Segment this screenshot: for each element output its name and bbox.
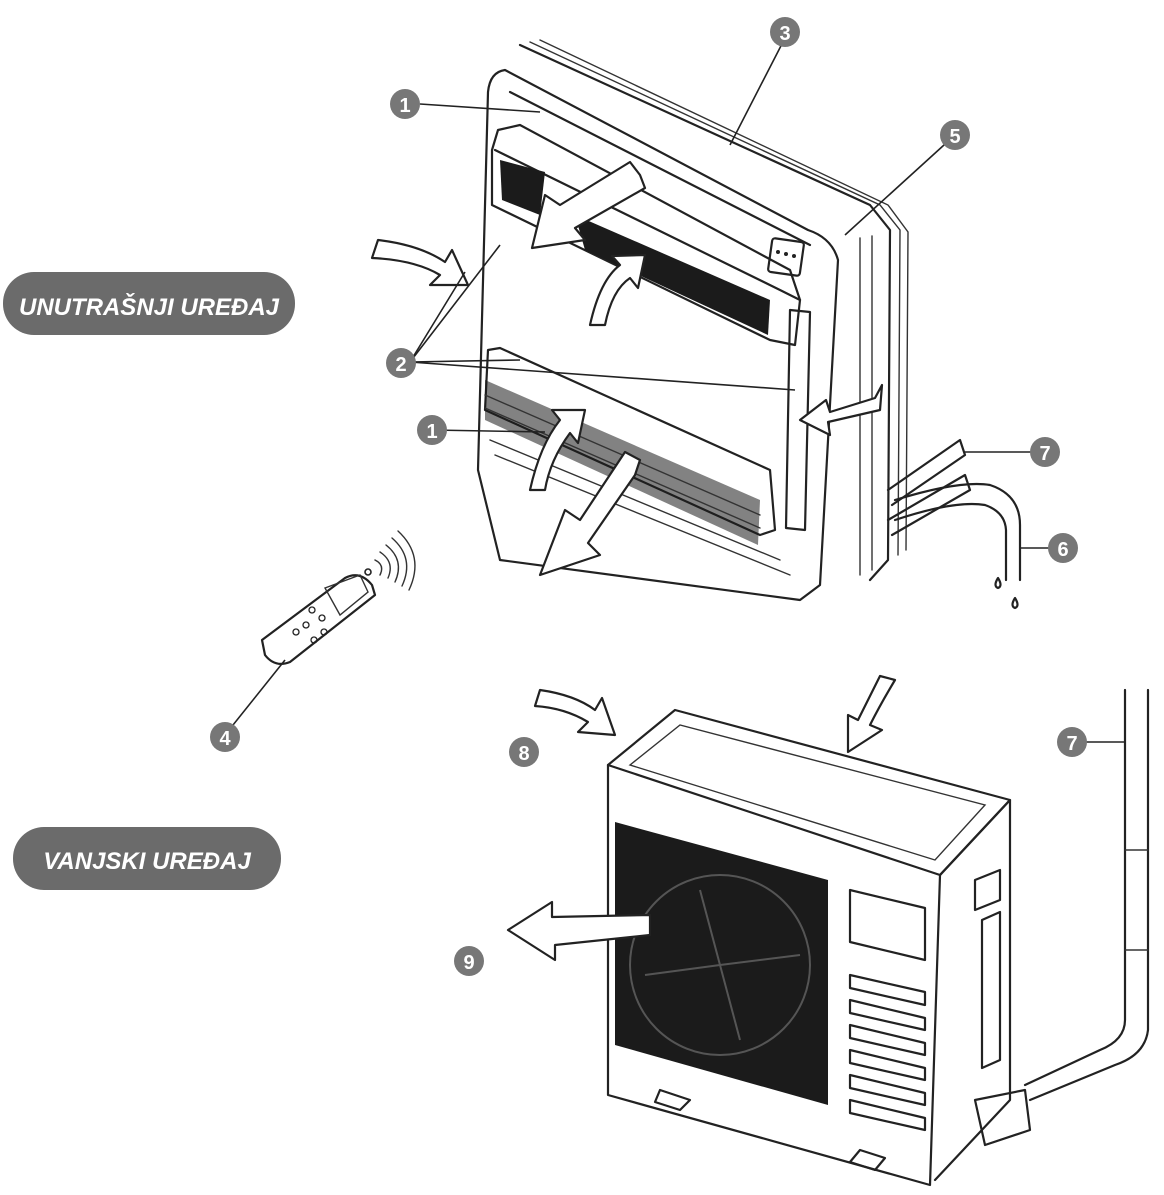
callout-3: 3 [770,17,800,47]
callout-7-outdoor: 7 [1057,727,1087,757]
svg-text:9: 9 [463,952,474,974]
svg-text:7: 7 [1039,443,1050,465]
callout-9: 9 [454,946,484,976]
callout-4: 4 [210,722,240,752]
callout-1-top: 1 [390,89,420,119]
svg-text:3: 3 [779,23,790,45]
svg-text:4: 4 [219,728,231,750]
leader-lines [225,38,1125,742]
callout-6: 6 [1048,533,1078,563]
svg-text:7: 7 [1066,733,1077,755]
indoor-unit-label: UNUTRAŠNJI UREĐAJ [3,272,295,335]
callout-2: 2 [386,348,416,378]
svg-text:8: 8 [518,743,529,765]
svg-text:2: 2 [395,354,406,376]
svg-text:6: 6 [1057,539,1068,561]
indoor-unit-label-text: UNUTRAŠNJI UREĐAJ [19,293,280,321]
outdoor-unit-label: VANJSKI UREĐAJ [13,827,281,890]
outdoor-unit-drawing [608,710,1030,1185]
svg-text:1: 1 [426,421,437,443]
outdoor-unit-label-text: VANJSKI UREĐAJ [43,848,251,875]
indoor-unit-drawing [478,40,970,600]
callout-1-bottom: 1 [417,415,447,445]
callout-8: 8 [509,737,539,767]
callout-7-indoor: 7 [1030,437,1060,467]
svg-text:5: 5 [949,126,960,148]
remote-control [262,531,415,664]
refrigerant-pipe [1025,690,1148,1100]
drain-hose [895,484,1020,608]
callout-5: 5 [940,120,970,150]
svg-text:1: 1 [399,95,410,117]
